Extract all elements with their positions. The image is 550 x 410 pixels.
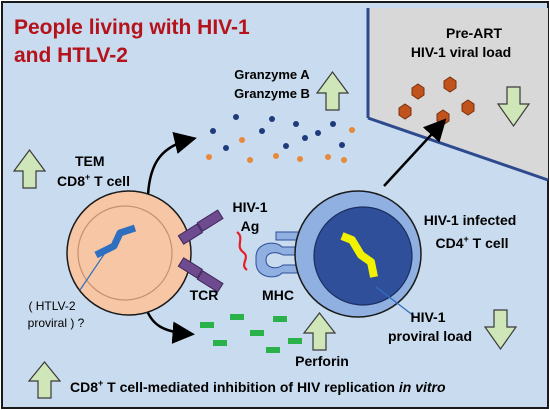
- title-line-2: and HTLV-2: [14, 44, 128, 67]
- viral-load-label-1: Pre-ART: [446, 25, 502, 41]
- perforin-granules: [200, 314, 302, 353]
- arrow-to-granzymes: [146, 132, 197, 196]
- down-arrow-icon: [496, 86, 531, 128]
- granzyme-a-dots: [210, 114, 345, 151]
- down-arrow-icon: [483, 309, 518, 351]
- tcr-receptor: [177, 209, 224, 293]
- tem-label: TEM: [75, 153, 105, 169]
- up-arrow-icon: [12, 148, 47, 189]
- cd8-nucleus: [77, 205, 173, 301]
- hiv-ag-label-2: Ag: [241, 218, 260, 234]
- proviral-label-2: proviral load: [388, 328, 472, 344]
- hiv-ag-label-1: HIV-1: [232, 199, 267, 215]
- up-arrow-icon: [302, 312, 337, 351]
- infected-label-1: HIV-1 infected: [424, 212, 517, 228]
- granzyme-b-label: Granzyme B: [234, 86, 310, 101]
- up-arrow-icon: [315, 70, 350, 111]
- perforin-label: Perforin: [295, 353, 349, 369]
- granzyme-a-label: Granzyme A: [234, 67, 310, 82]
- up-arrow-icon: [27, 361, 62, 399]
- mhc-molecule: [255, 231, 303, 278]
- viral-box-bottom-edge: [367, 116, 549, 182]
- virion-icon: [398, 76, 475, 126]
- cd8-t-cell-label: CD8+ T cell: [57, 172, 130, 189]
- infected-label-2: CD4+ T cell: [436, 234, 509, 251]
- proviral-pointer: [375, 286, 415, 317]
- viral-load-box: [368, 8, 548, 180]
- htlv-label-1: ( HTLV-2: [28, 299, 75, 313]
- mhc-label: MHC: [262, 287, 294, 303]
- hiv-antigen: [236, 231, 248, 271]
- hiv-strand: [340, 232, 378, 278]
- bottom-summary-label: CD8+ T cell-mediated inhibition of HIV r…: [70, 378, 446, 395]
- tcr-label: TCR: [190, 287, 219, 303]
- htlv-pointer: [79, 249, 108, 291]
- title-line-1: People living with HIV-1: [14, 16, 250, 39]
- htlv-strand: [94, 224, 137, 259]
- granzyme-b-dots: [206, 127, 355, 163]
- proviral-label-1: HIV-1: [410, 309, 445, 325]
- viral-load-label-2: HIV-1 viral load: [411, 44, 511, 60]
- arrow-to-viral-load: [383, 118, 447, 187]
- htlv-label-2: proviral ) ?: [28, 316, 85, 330]
